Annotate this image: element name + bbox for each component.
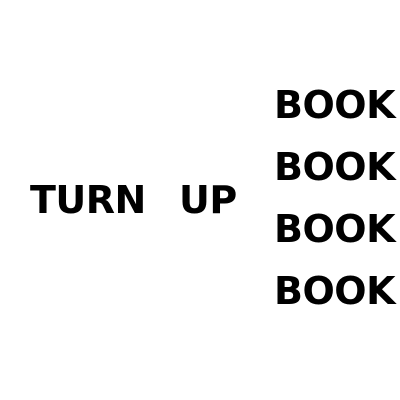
book-word-4: BOOK (274, 269, 396, 313)
book-word-2: BOOK (274, 145, 396, 189)
word-up: UP (179, 178, 237, 222)
word-turn: TURN (30, 178, 146, 222)
book-word-1: BOOK (274, 83, 396, 127)
book-word-3: BOOK (274, 207, 396, 251)
